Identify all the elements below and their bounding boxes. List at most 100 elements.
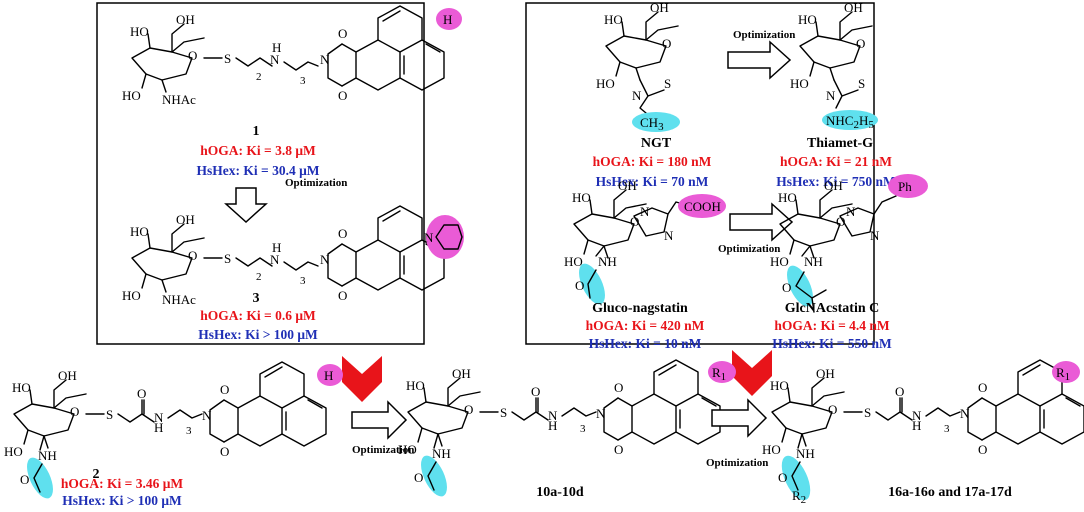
atom-label: H bbox=[912, 418, 921, 433]
glcnacstatin-c-structure: N N NH bbox=[769, 177, 897, 270]
optimization-label: Optimization bbox=[706, 457, 768, 469]
atom-label: S bbox=[858, 76, 865, 91]
compound-16-17-label: 16a-16o and 17a-17d bbox=[888, 485, 1012, 500]
acyl-r2-highlight bbox=[781, 455, 811, 501]
atom-label: N bbox=[912, 408, 922, 423]
nhc2h5-label: NHC2H5 bbox=[826, 113, 874, 131]
acetyl-highlight-2 bbox=[27, 457, 53, 499]
compound-2-hshex: HsHex: Ki > 100 μM bbox=[62, 493, 182, 508]
atom-label: N bbox=[154, 410, 164, 425]
isobutyryl-highlight bbox=[787, 265, 813, 307]
h-substituent-highlight-2 bbox=[317, 364, 343, 386]
subscript: 3 bbox=[300, 275, 306, 287]
r1-label: R1 bbox=[712, 365, 726, 383]
atom-label: N bbox=[826, 88, 836, 103]
atom-label: N bbox=[320, 252, 330, 267]
glcnacstatin-c-hoga: hOGA: Ki = 4.4 nM bbox=[774, 318, 890, 333]
atom-label: NH bbox=[38, 448, 57, 463]
ngt-hshex: HsHex: Ki = 70 nM bbox=[596, 174, 709, 189]
right-panel-box bbox=[525, 2, 875, 345]
compound-3-hoga: hOGA: Ki = 0.6 μM bbox=[200, 308, 316, 323]
atom-label: N bbox=[960, 406, 970, 421]
compound-3-hshex: HsHex: Ki > 100 μM bbox=[198, 327, 318, 342]
compound-1-label: 1 bbox=[253, 124, 260, 139]
atom-label: O bbox=[895, 384, 904, 399]
atom-label: H bbox=[443, 12, 452, 27]
ph-label: Ph bbox=[898, 179, 912, 194]
optimization-label: Optimization bbox=[733, 29, 795, 41]
atom-label: N bbox=[270, 252, 280, 267]
ngt-hoga: hOGA: Ki = 180 nM bbox=[593, 154, 712, 169]
atom-label: NH bbox=[804, 254, 823, 269]
r2-label: R2 bbox=[792, 488, 806, 506]
ch3-highlight bbox=[632, 112, 680, 132]
r1-highlight-16 bbox=[1052, 361, 1080, 383]
atom-label: S bbox=[224, 51, 231, 66]
acetyl-highlight-10 bbox=[421, 455, 447, 497]
atom-label: N bbox=[596, 406, 606, 421]
h-substituent-highlight bbox=[436, 8, 462, 30]
atom-label: N bbox=[632, 88, 642, 103]
r1-highlight-10 bbox=[708, 361, 736, 383]
thiamet-g-structure: S N bbox=[789, 0, 873, 109]
atom-label: NHAc bbox=[162, 92, 196, 107]
compound-1-hshex: HsHex: Ki = 30.4 μM bbox=[197, 163, 320, 178]
atom-label: N bbox=[640, 204, 650, 219]
compound-10-structure: S O H N 3 N NH bbox=[397, 359, 721, 461]
compound-2-hoga: hOGA: Ki = 3.46 μM bbox=[61, 476, 183, 491]
atom-label: H bbox=[324, 368, 333, 383]
atom-label: NH bbox=[432, 446, 451, 461]
atom-label: O bbox=[575, 278, 584, 293]
atom-label: N bbox=[320, 52, 330, 67]
atom-label: O bbox=[20, 472, 29, 487]
optimization-arrow-bottom-2 bbox=[711, 398, 768, 438]
atom-label: O bbox=[531, 384, 540, 399]
optimization-label: Optimization bbox=[718, 243, 780, 255]
compound-16-17-structure: S O H N 3 N NH bbox=[761, 359, 1084, 461]
atom-label: S bbox=[224, 251, 231, 266]
piperidine-highlight bbox=[426, 215, 464, 259]
optimization-arrow-gluco bbox=[729, 202, 794, 242]
compound-1-structure: S 2 H N 3 N NHAc bbox=[121, 5, 445, 107]
atom-label: NH bbox=[598, 254, 617, 269]
compound-1-hoga: hOGA: Ki = 3.8 μM bbox=[200, 143, 316, 158]
compound-3-label: 3 bbox=[253, 291, 260, 306]
atom-label: N bbox=[424, 230, 434, 245]
glcnacstatin-c-label: GlcNAcstatin C bbox=[785, 301, 880, 316]
cooh-label: COOH bbox=[684, 199, 721, 214]
compound-2-structure: S O H N 3 N NH bbox=[3, 361, 327, 463]
subscript: 3 bbox=[186, 425, 192, 437]
gluco-nagstatin-label: Gluco-nagstatin bbox=[592, 301, 688, 316]
ph-highlight bbox=[888, 174, 928, 198]
atom-label: S bbox=[500, 405, 507, 420]
atom-label: NHAc bbox=[162, 292, 196, 307]
ch3-label: CH3 bbox=[640, 115, 664, 133]
gluco-nagstatin-structure: N N NH bbox=[563, 177, 691, 270]
ngt-structure: S N bbox=[595, 0, 679, 119]
atom-label: O bbox=[782, 280, 791, 295]
atom-label: N bbox=[870, 228, 880, 243]
r1-label: R1 bbox=[1056, 365, 1070, 383]
acetyl-highlight-gluco bbox=[579, 263, 605, 305]
gluco-nagstatin-hshex: HsHex: Ki = 10 nM bbox=[589, 336, 702, 351]
compound-10-label: 10a-10d bbox=[536, 485, 584, 500]
atom-label: S bbox=[106, 407, 113, 422]
left-panel-box bbox=[96, 2, 425, 345]
atom-label: S bbox=[864, 405, 871, 420]
atom-label: O bbox=[414, 470, 423, 485]
optimization-arrow-bottom-1 bbox=[351, 400, 408, 440]
atom-label: H bbox=[154, 420, 163, 435]
gluco-nagstatin-hoga: hOGA: Ki = 420 nM bbox=[586, 318, 705, 333]
optimization-arrow-down bbox=[224, 187, 268, 224]
atom-label: H bbox=[548, 418, 557, 433]
red-arrow-left bbox=[342, 356, 382, 402]
thiamet-g-label: Thiamet-G bbox=[807, 136, 873, 151]
optimization-arrow-ngt bbox=[727, 40, 792, 80]
compound-3-structure: S 2 H N 3 N NHAc bbox=[121, 205, 445, 307]
atom-label: N bbox=[548, 408, 558, 423]
atom-label: N bbox=[664, 228, 674, 243]
atom-label: H bbox=[272, 40, 281, 55]
atom-label: N bbox=[202, 408, 212, 423]
thiamet-g-hoga: hOGA: Ki = 21 nM bbox=[780, 154, 892, 169]
